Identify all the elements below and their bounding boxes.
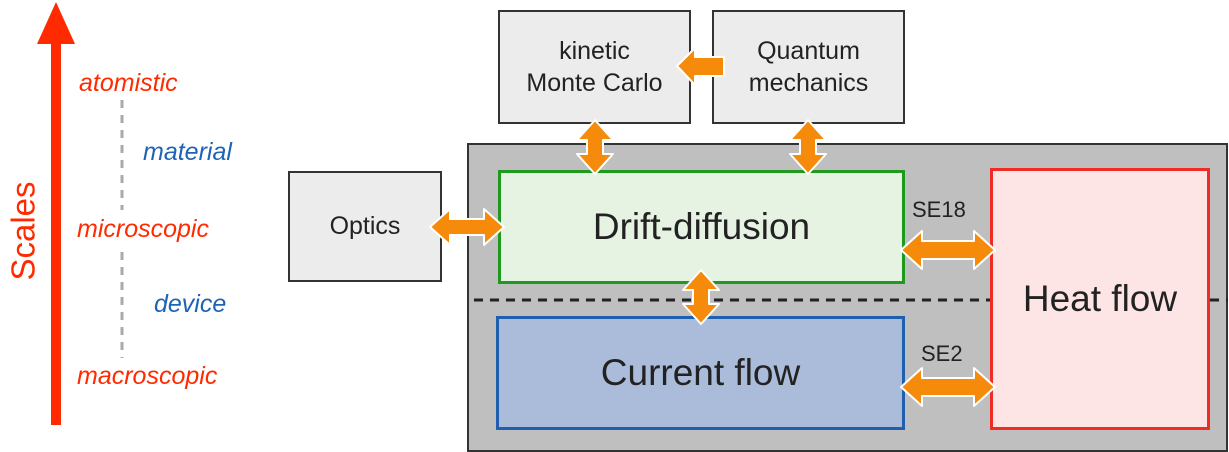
qm-to-kmc-arrow-icon xyxy=(676,47,725,86)
drift-diffusion-box: Drift-diffusion xyxy=(498,170,905,284)
scale-between-material: material xyxy=(143,138,232,166)
quantum-mechanics-box: Quantum mechanics xyxy=(712,10,905,124)
heat-flow-label: Heat flow xyxy=(1022,278,1178,319)
heat-flow-box: Heat flow xyxy=(990,168,1210,430)
current-flow-label: Current flow xyxy=(600,352,801,393)
drift-heat-double-arrow-icon xyxy=(900,230,996,270)
scale-between-device: device xyxy=(154,290,227,318)
up-arrow-icon xyxy=(37,2,75,44)
kinetic-monte-carlo-line1: kinetic xyxy=(559,37,630,65)
quantum-mechanics-line1: Quantum xyxy=(757,37,860,65)
scale-level-macroscopic: macroscopic xyxy=(77,362,218,390)
current-heat-double-arrow-icon xyxy=(900,367,996,407)
kinetic-monte-carlo-line2: Monte Carlo xyxy=(526,69,663,97)
optics-label: Optics xyxy=(329,212,401,240)
qm-drift-double-arrow-icon xyxy=(789,119,827,175)
drift-diffusion-label: Drift-diffusion xyxy=(592,206,811,247)
kmc-drift-double-arrow-icon xyxy=(576,119,614,175)
optics-drift-double-arrow-icon xyxy=(429,208,505,246)
scale-level-atomistic: atomistic xyxy=(79,69,178,97)
quantum-mechanics-line2: mechanics xyxy=(748,69,869,97)
coupling-label-se2: SE2 xyxy=(921,341,963,366)
scale-level-microscopic: microscopic xyxy=(77,215,209,243)
drift-current-double-arrow-icon xyxy=(682,269,720,325)
coupling-label-se18: SE18 xyxy=(912,197,966,222)
kinetic-monte-carlo-box: kinetic Monte Carlo xyxy=(498,10,691,124)
